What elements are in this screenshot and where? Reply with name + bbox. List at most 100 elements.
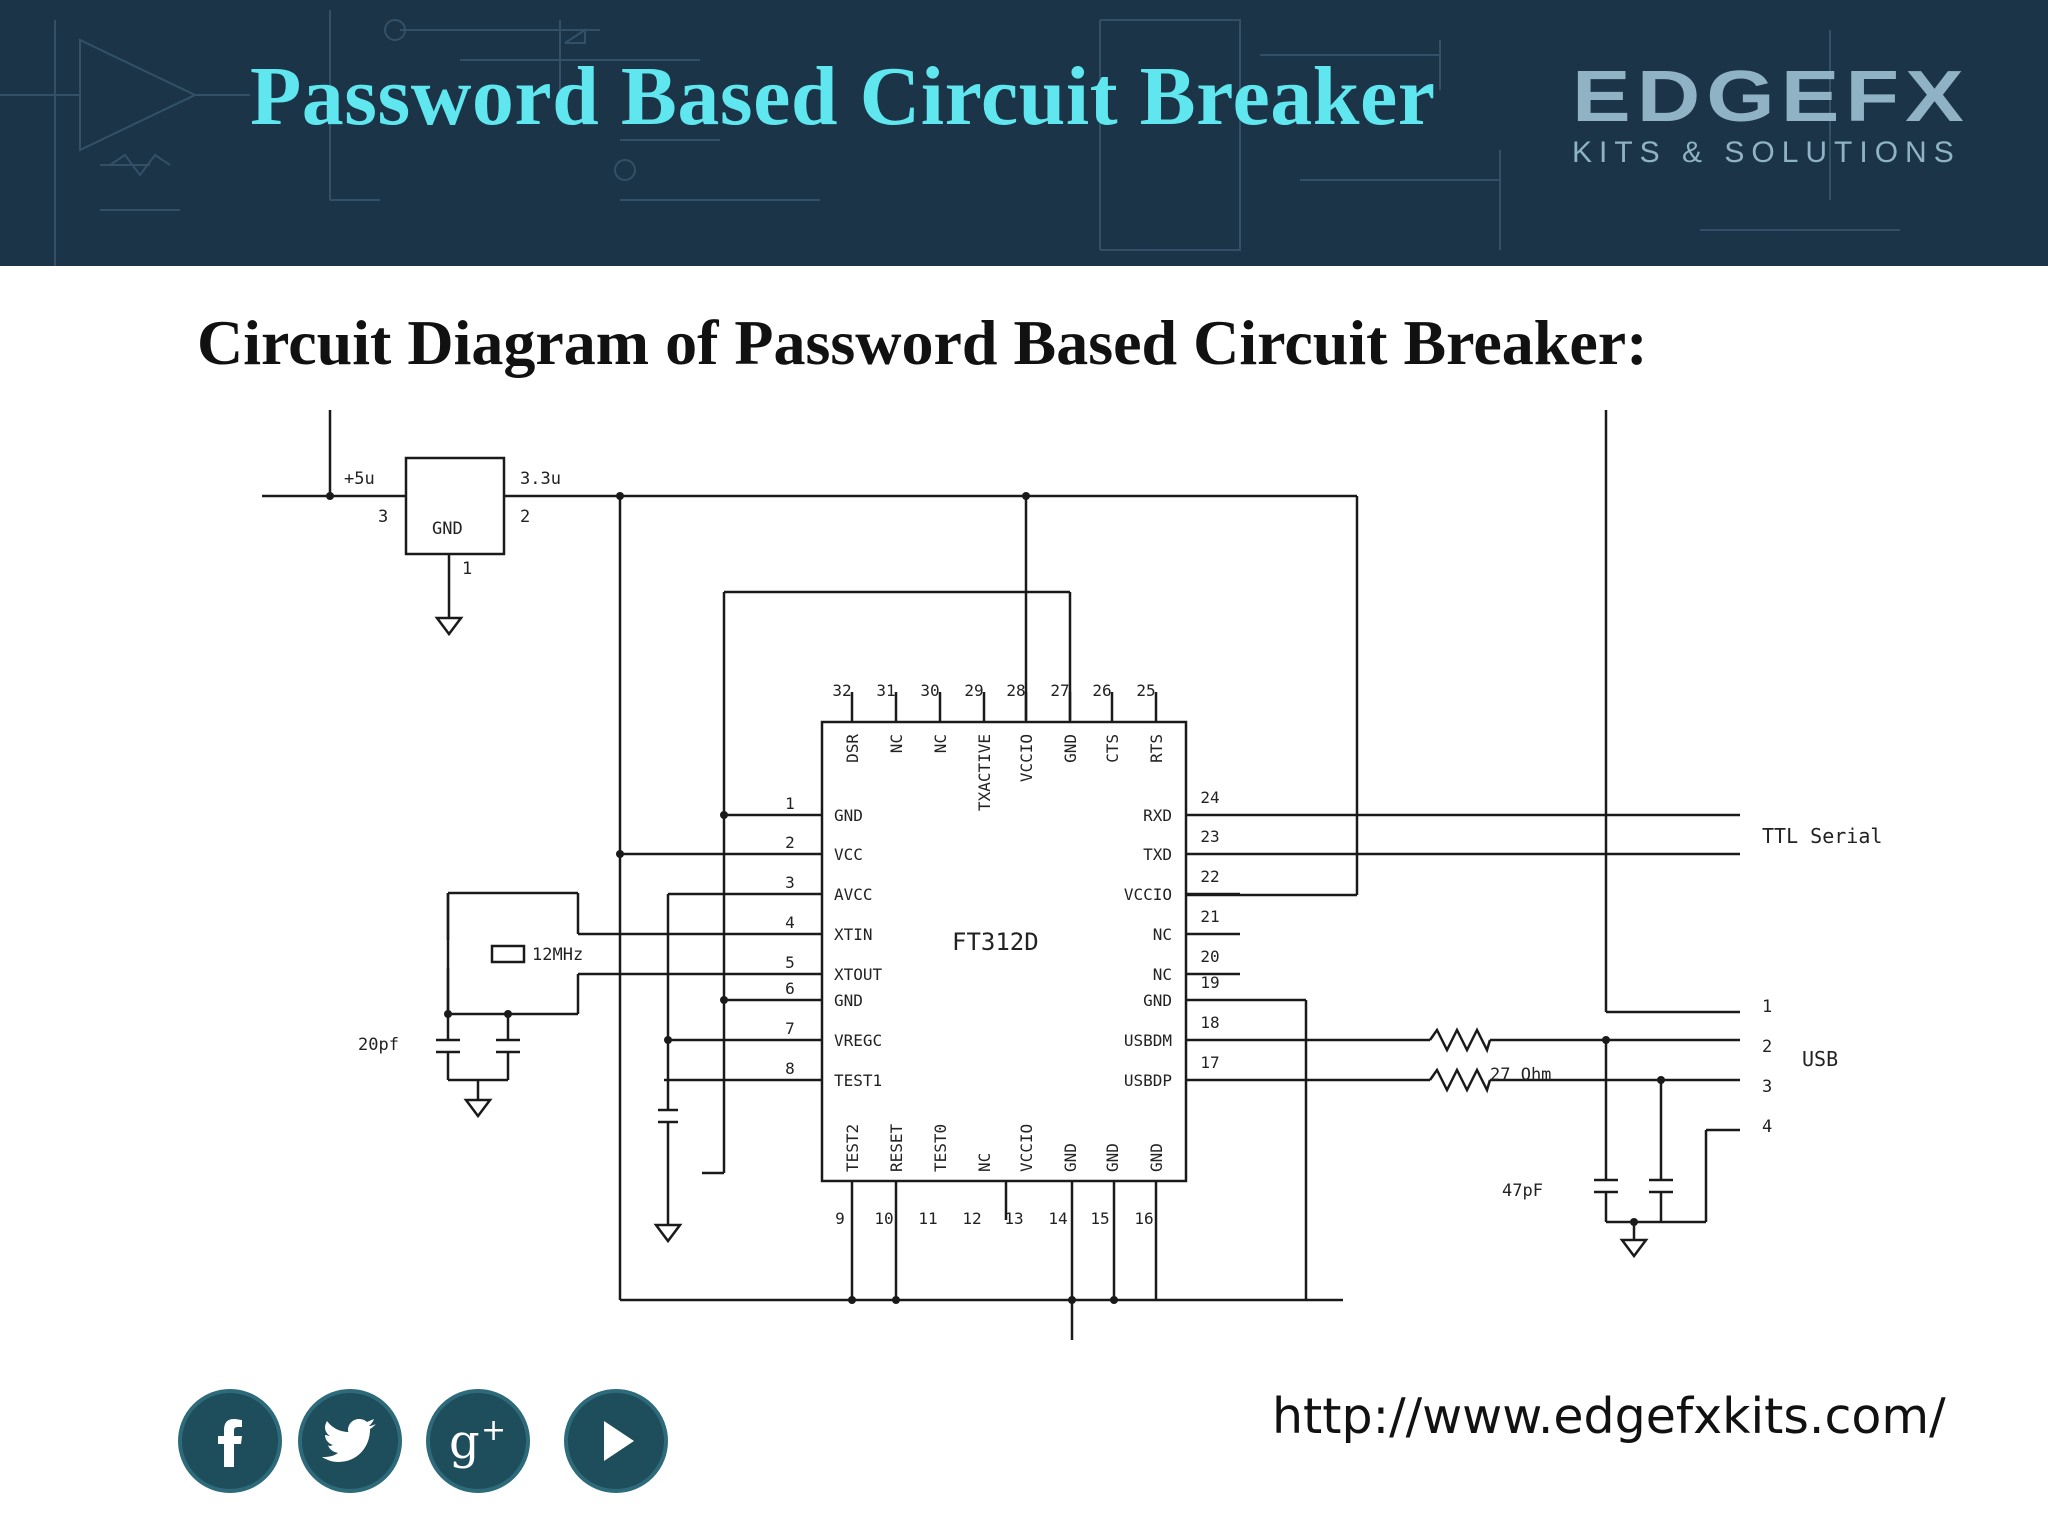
right-pin-name-19: GND <box>1143 991 1172 1010</box>
play-icon <box>604 1421 634 1461</box>
top-pin-name-27: GND <box>1061 734 1080 763</box>
usb-pin-4: 4 <box>1762 1117 1772 1137</box>
top-pin-name-28: VCCIO <box>1017 734 1036 782</box>
crystal-cap-label: 20pf <box>358 1035 399 1055</box>
usb-label: USB <box>1802 1047 1838 1071</box>
usb-pin-1: 1 <box>1762 997 1772 1017</box>
left-pin-num-8: 8 <box>785 1059 795 1078</box>
usb-pin-2: 2 <box>1762 1037 1772 1057</box>
logo-tagline: KITS & SOLUTIONS <box>1572 136 1961 169</box>
bottom-pin-num-11: 11 <box>918 1209 937 1228</box>
google-plus-icon: g + <box>449 1413 506 1470</box>
crystal-label: 12MHz <box>532 945 583 965</box>
right-pin-num-23: 23 <box>1200 827 1219 846</box>
top-pin-name-30: NC <box>931 734 950 753</box>
top-pin-num-25: 25 <box>1136 681 1155 700</box>
twitter-icon <box>322 1419 376 1462</box>
right-pin-num-24: 24 <box>1200 788 1219 807</box>
bottom-pin-name-11: TEST0 <box>931 1124 950 1172</box>
left-pin-name-6: GND <box>834 991 863 1010</box>
wires <box>262 410 1740 1340</box>
section-heading: Circuit Diagram of Password Based Circui… <box>197 307 1648 378</box>
top-pin-name-31: NC <box>887 734 906 753</box>
top-pin-num-28: 28 <box>1006 681 1025 700</box>
bottom-pin-name-12: NC <box>975 1153 994 1172</box>
bottom-pin-name-13: VCCIO <box>1017 1124 1036 1172</box>
bottom-pin-num-15: 15 <box>1090 1209 1109 1228</box>
left-pin-num-4: 4 <box>785 913 795 932</box>
left-pin-num-3: 3 <box>785 873 795 892</box>
bottom-pin-num-9: 9 <box>835 1209 845 1228</box>
top-pin-num-32: 32 <box>832 681 851 700</box>
svg-text:+: + <box>481 1413 506 1448</box>
regulator-in-label: +5u <box>344 469 375 489</box>
left-pin-num-6: 6 <box>785 979 795 998</box>
left-pin-name-2: VCC <box>834 845 863 864</box>
right-pin-name-21: NC <box>1153 925 1172 944</box>
junction-dots <box>326 492 1665 1304</box>
google-plus-button[interactable]: g + <box>426 1389 530 1493</box>
left-pin-num-7: 7 <box>785 1019 795 1038</box>
crystal-symbol <box>490 944 526 964</box>
top-pin-num-26: 26 <box>1092 681 1111 700</box>
bottom-pin-num-13: 13 <box>1004 1209 1023 1228</box>
top-pin-name-25: RTS <box>1147 734 1166 763</box>
right-pin-name-20: NC <box>1153 965 1172 984</box>
header-banner: Password Based Circuit Breaker EDGEFX KI… <box>0 0 2048 266</box>
bottom-pin-num-16: 16 <box>1134 1209 1153 1228</box>
top-pin-name-26: CTS <box>1103 734 1122 763</box>
left-pin-num-5: 5 <box>785 953 795 972</box>
resistor-label: 27 Ohm <box>1490 1065 1551 1085</box>
regulator-pin-out: 2 <box>520 507 530 527</box>
right-pin-name-24: RXD <box>1143 806 1172 825</box>
right-pin-num-19: 19 <box>1200 973 1219 992</box>
right-pin-name-17: USBDP <box>1124 1071 1172 1090</box>
right-pin-num-17: 17 <box>1200 1053 1219 1072</box>
right-pin-name-22: VCCIO <box>1124 885 1172 904</box>
left-pin-name-4: XTIN <box>834 925 873 944</box>
bottom-pin-name-9: TEST2 <box>843 1124 862 1172</box>
left-pin-num-1: 1 <box>785 794 795 813</box>
bottom-pin-name-16: GND <box>1147 1143 1166 1172</box>
right-pin-num-21: 21 <box>1200 907 1219 926</box>
ic-name: FT312D <box>952 928 1039 956</box>
regulator-out-label: 3.3u <box>520 469 561 489</box>
svg-text:g: g <box>449 1414 480 1470</box>
top-pin-num-30: 30 <box>920 681 939 700</box>
right-pin-name-18: USBDM <box>1124 1031 1172 1050</box>
top-pin-num-29: 29 <box>964 681 983 700</box>
circuit-background-art <box>0 10 1900 266</box>
top-pin-num-27: 27 <box>1050 681 1069 700</box>
regulator-pin-gnd: 1 <box>462 559 472 579</box>
left-pin-name-5: XTOUT <box>834 965 883 984</box>
usb-cap-label: 47pF <box>1502 1181 1543 1201</box>
schematic-labels: +5u 3.3u GND 3 2 1 FT312D 12MHz 20pf 47p… <box>344 469 1882 1201</box>
youtube-button[interactable] <box>564 1389 668 1493</box>
usb-pin-3: 3 <box>1762 1077 1772 1097</box>
website-link[interactable]: http://www.edgefxkits.com/ <box>1272 1388 1946 1445</box>
right-pin-num-20: 20 <box>1200 947 1219 966</box>
top-pin-num-31: 31 <box>876 681 895 700</box>
ttl-serial-label: TTL Serial <box>1762 824 1882 848</box>
bottom-pin-num-14: 14 <box>1048 1209 1067 1228</box>
left-pin-name-1: GND <box>834 806 863 825</box>
bottom-pin-num-10: 10 <box>874 1209 893 1228</box>
ic-pin-labels: 32DSR31NC30NC29TXACTIVE28VCCIO27GND26CTS… <box>785 681 1219 1228</box>
facebook-icon <box>218 1419 242 1467</box>
bottom-pin-name-15: GND <box>1103 1143 1122 1172</box>
bottom-pin-num-12: 12 <box>962 1209 981 1228</box>
top-pin-name-32: DSR <box>843 734 862 763</box>
logo-wordmark: EDGEFX <box>1572 55 1970 137</box>
left-pin-name-7: VREGC <box>834 1031 882 1050</box>
twitter-button[interactable] <box>298 1389 402 1493</box>
regulator-gnd-label: GND <box>432 519 463 539</box>
left-pin-num-2: 2 <box>785 833 795 852</box>
left-pin-name-3: AVCC <box>834 885 873 904</box>
right-pin-num-18: 18 <box>1200 1013 1219 1032</box>
facebook-button[interactable] <box>178 1389 282 1493</box>
right-pin-num-22: 22 <box>1200 867 1219 886</box>
top-pin-name-29: TXACTIVE <box>975 734 994 811</box>
pin-stubs <box>850 692 1240 976</box>
edgefx-logo: EDGEFX KITS & SOLUTIONS <box>1572 55 1982 170</box>
bottom-pin-name-14: GND <box>1061 1143 1080 1172</box>
